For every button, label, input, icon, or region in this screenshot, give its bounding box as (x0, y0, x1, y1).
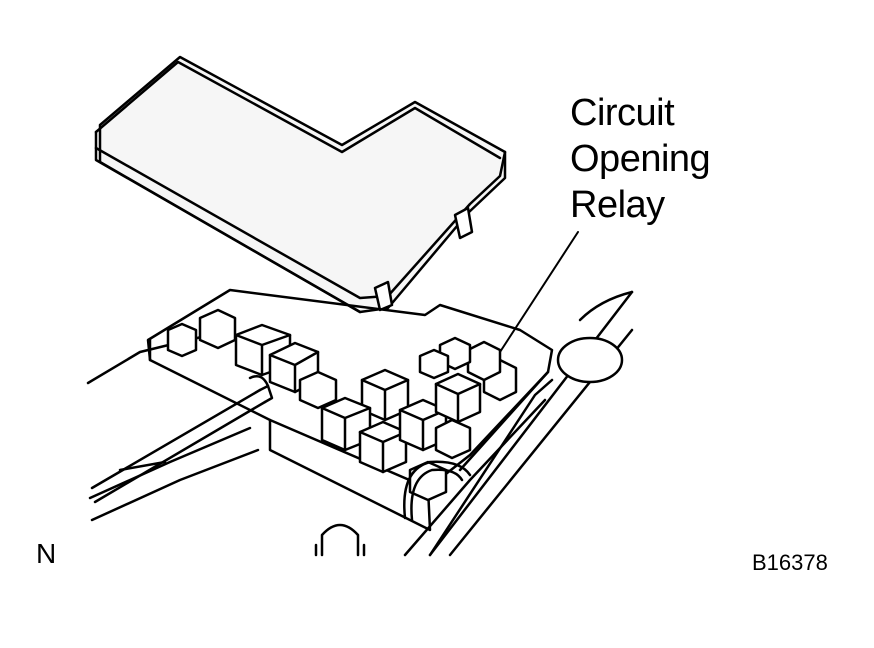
mounting-knob (314, 523, 366, 557)
relay-components (166, 308, 518, 502)
relay-block-cover (94, 55, 507, 314)
callout-line-1: Circuit (570, 92, 675, 134)
callout-leader-line (499, 231, 579, 353)
view-direction-mark: N (36, 538, 57, 569)
screwdriver-tool (90, 375, 274, 504)
circuit-opening-relay-label: Circuit Opening Relay (570, 90, 711, 228)
figure-code: B16378 (752, 550, 828, 575)
relay-block-base (146, 288, 554, 532)
callout-line-2: Opening (570, 138, 711, 180)
wire-harness (403, 460, 472, 522)
grommet (556, 336, 624, 384)
callout-line-3: Relay (570, 184, 665, 226)
